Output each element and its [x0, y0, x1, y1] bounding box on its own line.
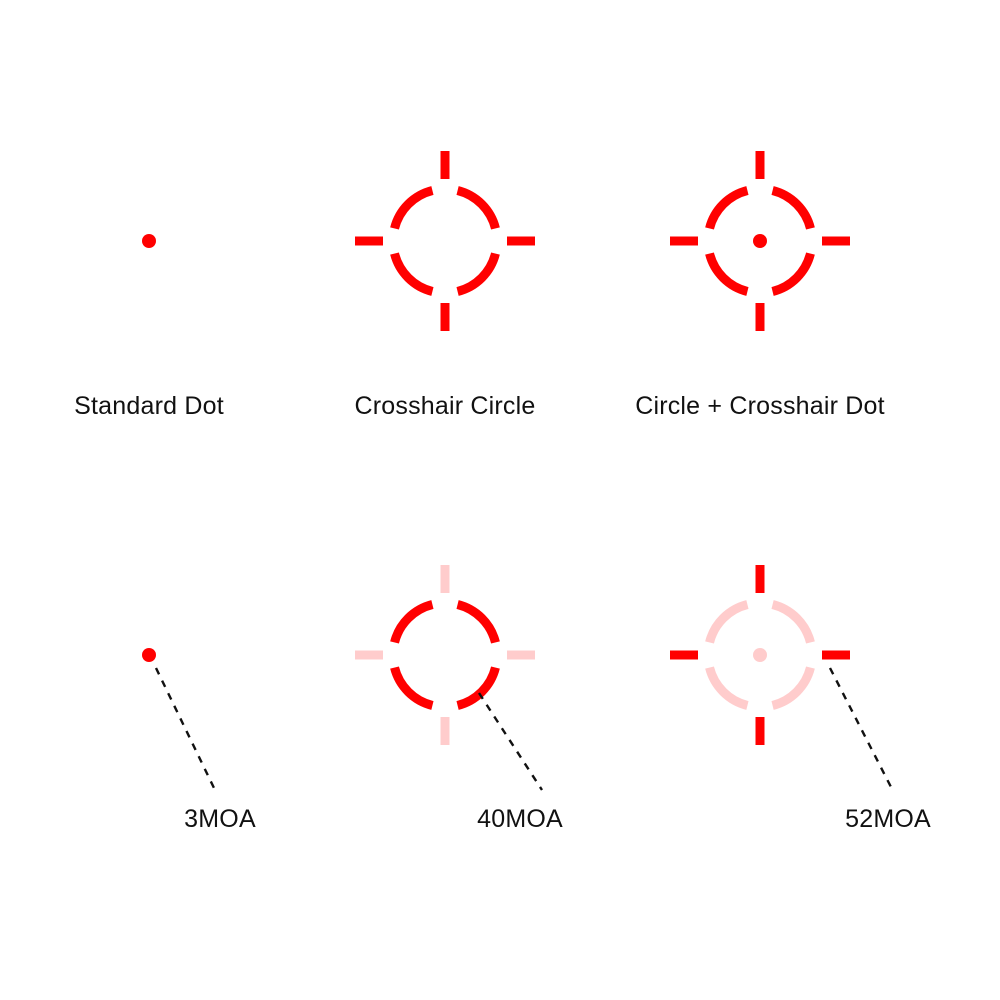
- moa-label-moa-crosshair-circle: 40MOA: [477, 805, 563, 833]
- top-reticle-row: Standard Dot Crosshair Circle Circle + Cro…: [74, 151, 885, 420]
- reticle-moa-standard-dot: [142, 648, 216, 789]
- reticle-circle-arcs: [705, 186, 815, 296]
- reticle-center-dot: [753, 234, 767, 248]
- reticle-crosshair-ticks: [670, 151, 850, 331]
- leader-line: [154, 667, 216, 789]
- reticle-center-dot: [142, 648, 156, 662]
- reticle-center-dot: [753, 648, 767, 662]
- reticle-crosshair-ticks: [355, 565, 535, 745]
- leader-line: [477, 692, 544, 791]
- reticle-label-crosshair-circle: Crosshair Circle: [354, 392, 535, 420]
- reticle-moa-crosshair-circle: [355, 565, 544, 791]
- reticle-crosshair-ticks: [670, 565, 850, 745]
- reticle-label-circle-crosshair-dot: Circle + Crosshair Dot: [635, 392, 885, 420]
- reticle-center-dot: [142, 234, 156, 248]
- reticle-circle-arcs: [705, 600, 815, 710]
- reticle-moa-circle-crosshair-dot: [670, 565, 894, 790]
- reticle-label-standard-dot: Standard Dot: [74, 392, 224, 420]
- bottom-reticle-row: 3MOA 40MOA 52MOA: [142, 565, 931, 833]
- reticle-crosshair-circle: [355, 151, 535, 331]
- reticle-circle-arcs: [390, 186, 500, 296]
- leader-line: [828, 667, 894, 790]
- moa-label-moa-circle-crosshair-dot: 52MOA: [845, 805, 931, 833]
- moa-label-moa-standard-dot: 3MOA: [184, 805, 256, 833]
- reticle-circle-crosshair-dot: [670, 151, 850, 331]
- reticle-crosshair-ticks: [355, 151, 535, 331]
- reticle-standard-dot: [142, 234, 156, 248]
- reticle-circle-arcs: [390, 600, 500, 710]
